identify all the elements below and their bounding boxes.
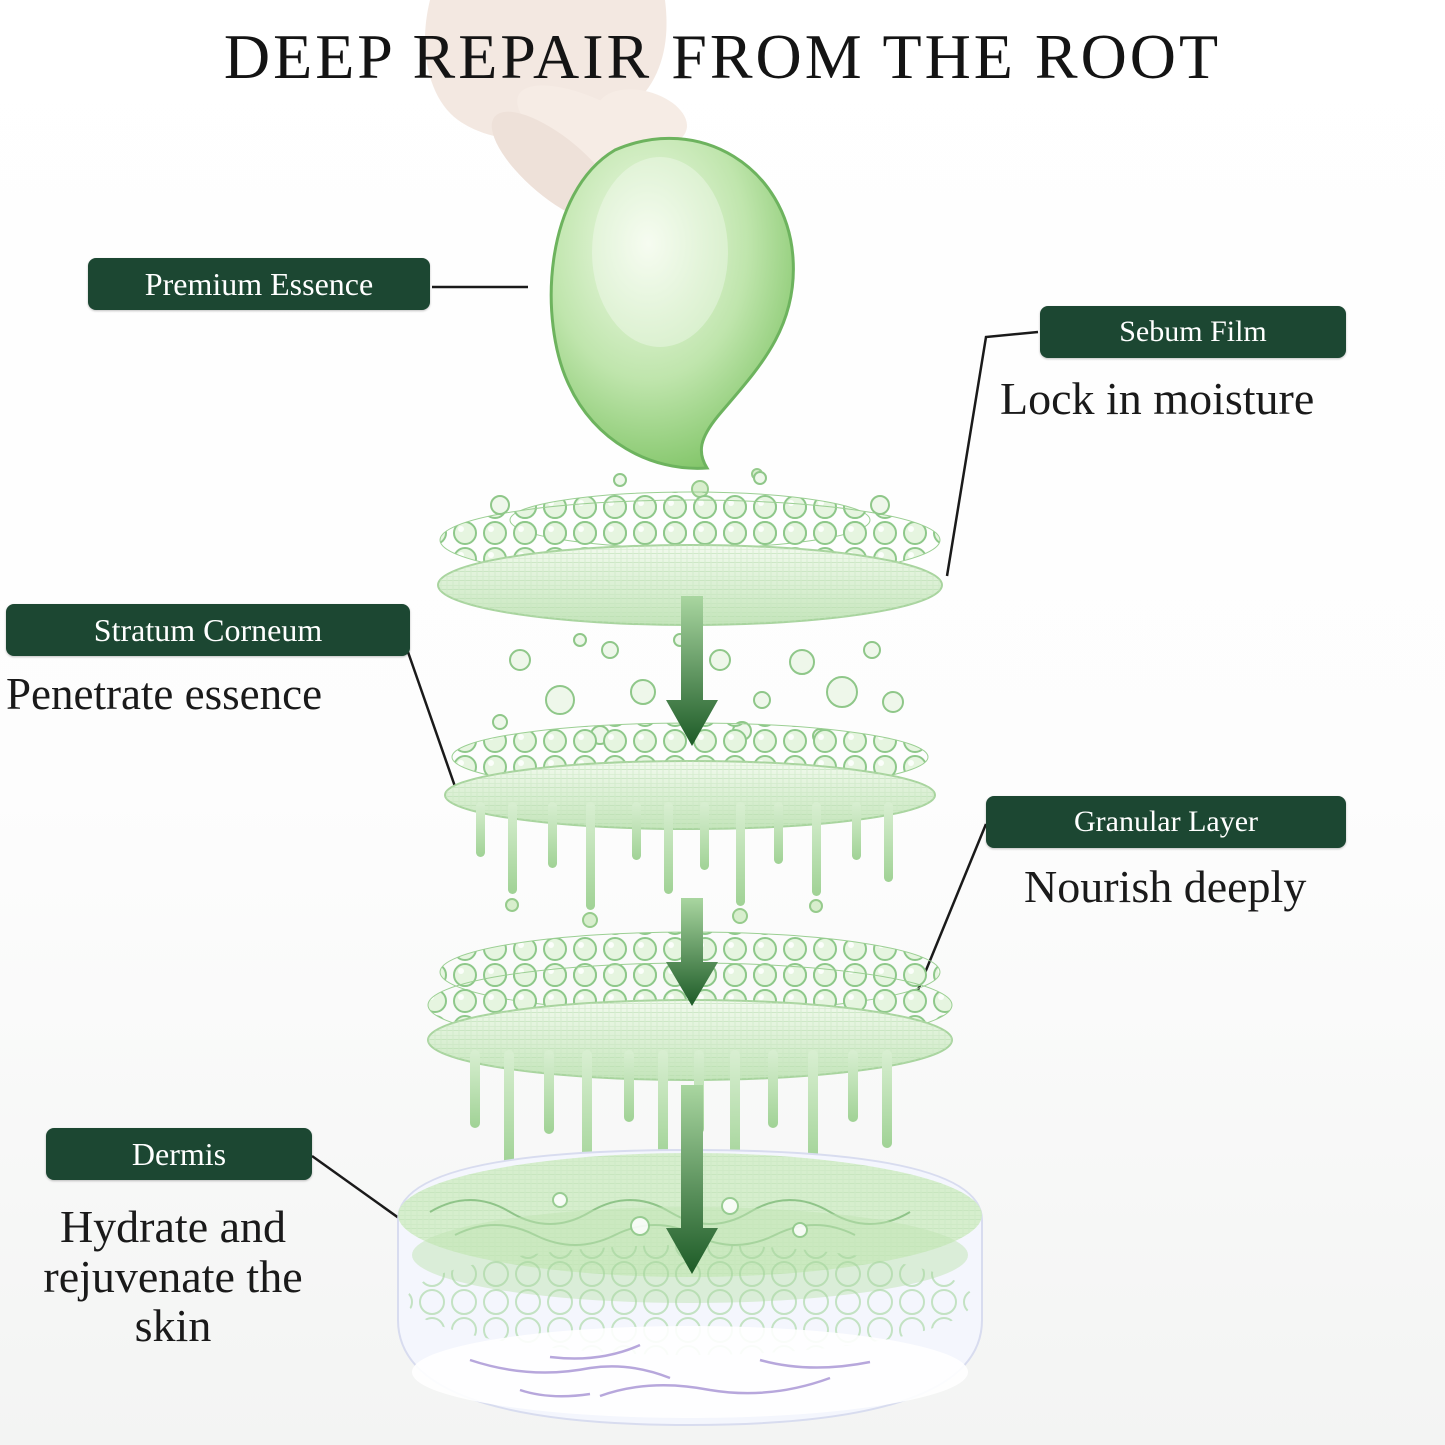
stratum-corneum-description: Penetrate essence <box>6 669 323 719</box>
connector-stratum-corneum <box>406 651 461 799</box>
down-arrow-icon <box>666 1085 718 1274</box>
callout-dermis: Dermis <box>46 1128 312 1180</box>
down-arrow-icon <box>666 596 718 746</box>
callout-premium-essence: Premium Essence <box>88 258 430 310</box>
page-title: DEEP REPAIR FROM THE ROOT <box>223 21 1222 92</box>
stratum-corneum-layer <box>444 722 936 928</box>
drip-droplets <box>505 898 823 928</box>
down-arrow-icon <box>666 898 718 1006</box>
granular-layer-description: Nourish deeply <box>1024 861 1307 912</box>
granular-layer <box>427 931 953 1200</box>
sebum-film-description: Lock in moisture <box>1000 373 1315 424</box>
connector-sebum-film <box>945 330 1039 577</box>
callout-granular-layer: Granular Layer <box>986 796 1346 848</box>
essence-drips <box>476 802 893 910</box>
callout-sebum-film: Sebum Film <box>1040 306 1346 358</box>
callout-stratum-corneum: Stratum Corneum <box>6 604 410 656</box>
blood-vessels <box>469 1343 871 1398</box>
essence-patch-icon <box>549 136 795 498</box>
dermis-layer <box>397 1148 983 1427</box>
sebum-film-layer <box>437 491 943 626</box>
dermis-description: Hydrate and rejuvenate the skin <box>43 1201 303 1352</box>
essence-drips <box>470 1050 892 1178</box>
